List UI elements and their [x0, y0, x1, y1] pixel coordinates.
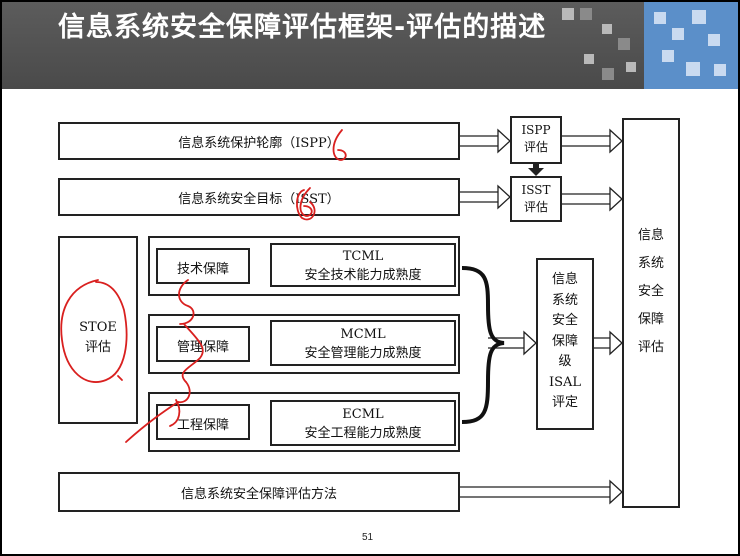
slide-title: 信息系统安全保障评估框架-评估的描述 — [58, 12, 547, 43]
arrow-method-to-final — [460, 479, 623, 505]
isal-box: 信息 系统 安全 保障 级 ISAL 评定 — [536, 258, 594, 430]
pixel-decoration — [626, 62, 636, 72]
connector-layer — [60, 128, 623, 505]
ispp-profile-box: 信息系统保护轮廓（ISPP） — [58, 122, 460, 160]
ecml-box: ECML 安全工程能力成熟度 — [270, 400, 456, 446]
tcml-label: TCML 安全技术能力成熟度 — [304, 249, 422, 283]
arrow-isst — [460, 184, 511, 210]
final-eval-label: 信息 系统 安全 保障 评估 — [637, 228, 664, 355]
pixel-decoration — [654, 12, 666, 24]
ispp-eval-box: ISPP 评估 — [510, 116, 562, 164]
handwritten-annotations — [60, 129, 347, 443]
mcml-box: MCML 安全管理能力成熟度 — [270, 320, 456, 366]
pixel-decoration — [584, 54, 594, 64]
pixel-decoration — [708, 34, 720, 46]
ispp-profile-label: 信息系统保护轮廓（ISPP） — [178, 136, 340, 151]
mcml-label: MCML 安全管理能力成熟度 — [304, 327, 422, 361]
pixel-decoration — [686, 62, 700, 76]
ispp-eval-label: ISPP 评估 — [521, 123, 551, 154]
eng-assurance-label: 工程保障 — [176, 418, 229, 433]
arrow-ispp-to-isst — [528, 164, 544, 176]
arrow-isst-to-final — [562, 186, 623, 212]
tech-assurance-label: 技术保障 — [176, 262, 229, 277]
stoe-eval-box: STOE 评估 — [58, 236, 138, 424]
ecml-label: ECML 安全工程能力成熟度 — [304, 407, 422, 441]
isst-eval-box: ISST 评估 — [510, 176, 562, 222]
mgmt-assurance-box: 管理保障 — [156, 326, 250, 362]
stoe-eval-label: STOE 评估 — [79, 320, 117, 355]
pixel-decoration — [672, 28, 684, 40]
arrow-ispp-to-final — [562, 128, 623, 154]
eng-assurance-box: 工程保障 — [156, 404, 250, 440]
arrow-brace-to-isal — [488, 330, 537, 356]
isst-target-label: 信息系统安全目标（ISST） — [178, 192, 340, 207]
method-label: 信息系统安全保障评估方法 — [180, 487, 337, 502]
final-eval-box: 信息 系统 安全 保障 评估 — [622, 118, 680, 508]
title-bar: 信息系统安全保障评估框架-评估的描述 — [2, 2, 738, 89]
isst-eval-label: ISST 评估 — [521, 183, 551, 214]
method-box: 信息系统安全保障评估方法 — [58, 472, 460, 512]
pixel-decoration — [580, 8, 592, 20]
page-number: 51 — [362, 532, 374, 543]
pixel-decoration — [562, 8, 574, 20]
arrow-ispp — [460, 128, 511, 154]
pixel-decoration — [662, 50, 674, 62]
isal-label: 信息 系统 安全 保障 级 ISAL 评定 — [548, 272, 582, 410]
tech-assurance-box: 技术保障 — [156, 248, 250, 284]
pixel-decoration — [602, 24, 612, 34]
tcml-box: TCML 安全技术能力成熟度 — [270, 243, 456, 287]
pixel-decoration — [618, 38, 630, 50]
curly-brace — [461, 266, 505, 424]
pixel-decoration — [692, 10, 706, 24]
isst-target-box: 信息系统安全目标（ISST） — [58, 178, 460, 216]
arrow-isal-to-final — [594, 330, 623, 356]
pixel-decoration — [714, 64, 726, 76]
pixel-decoration — [602, 68, 614, 80]
